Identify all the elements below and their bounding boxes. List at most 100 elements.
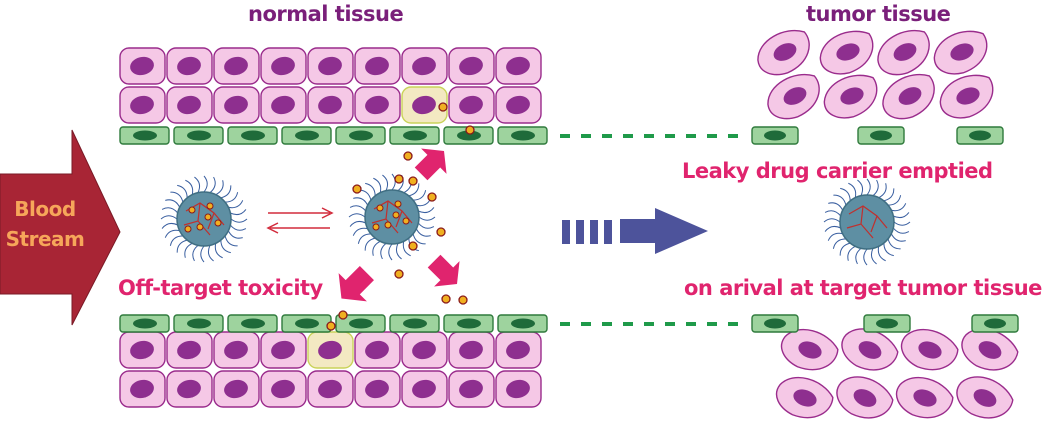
released-drug — [352, 184, 362, 194]
peg-chain — [214, 243, 223, 259]
peg-chain — [382, 174, 389, 191]
tumor-cell-nucleus — [978, 341, 1002, 359]
peg-chain — [888, 195, 902, 206]
cell-nucleus — [130, 340, 154, 360]
peg-chain — [364, 237, 376, 251]
peg-chain — [373, 177, 382, 193]
release-arrow — [338, 266, 374, 302]
equilibrium-arrowhead — [266, 222, 279, 234]
peg-chain — [388, 243, 393, 261]
released-drug — [436, 227, 446, 237]
release-arrow — [414, 148, 447, 181]
endothelial-nucleus — [511, 130, 535, 141]
tumor-cell — [757, 30, 810, 76]
tumor-cell-nucleus — [853, 389, 877, 407]
tumor-cell-nucleus — [898, 87, 922, 105]
peg-chain — [840, 187, 851, 201]
drug-molecule — [402, 217, 410, 225]
tumor-cell — [823, 74, 878, 119]
blood-stream-label: Blood Stream — [2, 194, 88, 254]
drug-molecule — [184, 225, 192, 233]
peg-chain — [353, 197, 369, 206]
drug-molecule — [196, 223, 204, 231]
cell-nucleus — [318, 340, 342, 360]
leaky-carrier-label: Leaky drug carrier emptied — [682, 159, 993, 183]
endothelial-nucleus — [133, 318, 157, 329]
carrier-network — [183, 202, 225, 236]
peg-chain — [365, 182, 376, 196]
peg-chain — [230, 218, 248, 223]
tumor-cell — [933, 30, 988, 75]
flow-arrow-dash — [604, 220, 612, 244]
peg-chain — [887, 238, 901, 250]
peg-chain — [184, 242, 193, 258]
tumor-cell — [780, 328, 839, 371]
cell-nucleus — [177, 379, 201, 399]
released-drug — [408, 176, 418, 186]
cell-nucleus — [318, 95, 342, 115]
peg-chain — [372, 240, 381, 256]
nanocarrier — [160, 175, 248, 263]
tumor-tissue-label: tumor tissue — [806, 2, 951, 26]
cell-nucleus — [365, 379, 389, 399]
released-drug — [441, 294, 451, 304]
tumor-cell — [836, 376, 894, 419]
peg-chain — [194, 176, 201, 193]
cell-nucleus — [506, 95, 530, 115]
peg-chain — [220, 185, 232, 199]
peg-chain — [870, 248, 877, 265]
vessel-wall-layer — [119, 126, 1019, 333]
endothelial-nucleus — [295, 130, 319, 141]
tumor-cell — [841, 328, 899, 371]
peg-chain — [357, 233, 371, 244]
peg-chain — [832, 238, 846, 249]
endothelial-nucleus — [870, 130, 892, 141]
tumor-cell-nucleus — [950, 43, 974, 61]
tumor-cell-nucleus — [840, 87, 864, 105]
endothelial-nucleus — [876, 318, 898, 329]
released-drug — [427, 192, 437, 202]
flow-arrow-dash — [576, 220, 584, 244]
peg-chain — [229, 224, 247, 231]
equilibrium-arrowhead — [321, 207, 334, 219]
off-target-label: Off-target toxicity — [118, 276, 323, 300]
endothelial-nucleus — [295, 318, 319, 329]
peg-chain — [161, 207, 179, 214]
peg-chain — [824, 225, 841, 232]
released-drug — [326, 321, 336, 331]
endothelial-nucleus — [241, 318, 265, 329]
peg-chain — [203, 175, 208, 193]
cell-nucleus — [271, 379, 295, 399]
cell-nucleus — [130, 56, 154, 76]
peg-chain — [380, 242, 387, 260]
tumor-cell — [819, 30, 874, 75]
peg-chain — [348, 213, 366, 218]
peg-chain — [207, 245, 214, 262]
cell-nucleus — [412, 56, 436, 76]
flow-arrow — [620, 208, 708, 254]
cell-nucleus — [412, 379, 436, 399]
peg-chain — [230, 209, 247, 216]
endothelial-nucleus — [457, 130, 481, 141]
cell-nucleus — [224, 340, 248, 360]
carrier-core — [176, 191, 232, 247]
cell-nucleus — [177, 56, 201, 76]
blood-stream-arrow — [0, 129, 121, 326]
peg-chain — [164, 229, 180, 238]
nanocarrier — [823, 178, 911, 266]
peg-chain — [215, 180, 224, 196]
released-drug — [394, 269, 404, 279]
carrier-core — [364, 189, 420, 245]
released-drug — [338, 310, 348, 320]
peg-chain — [828, 202, 844, 211]
tumor-cell-nucleus — [956, 87, 980, 105]
endothelial-nucleus — [133, 130, 157, 141]
endothelial-nucleus — [403, 130, 427, 141]
tumor-cell-nucleus — [918, 341, 942, 359]
peg-chain — [160, 215, 178, 220]
tumor-cell — [956, 376, 1014, 419]
cell-nucleus — [318, 56, 342, 76]
peg-chain — [883, 243, 894, 257]
peg-chain — [352, 227, 368, 236]
peg-chain — [893, 212, 910, 219]
